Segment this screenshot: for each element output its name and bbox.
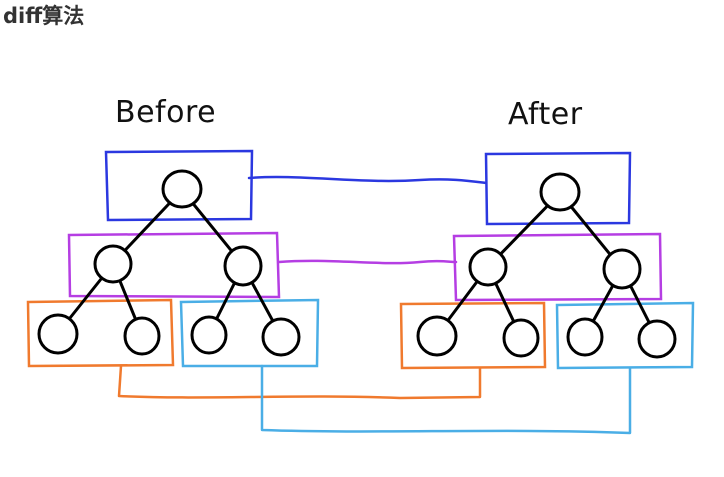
after-level2-box bbox=[452, 232, 663, 302]
level1-connector bbox=[247, 175, 488, 185]
before-label: Before bbox=[115, 95, 216, 130]
before-node bbox=[223, 245, 263, 287]
after-level3-right-box bbox=[555, 301, 695, 370]
after-level1-box bbox=[484, 151, 632, 226]
before-node bbox=[93, 244, 133, 284]
before-leaf-node bbox=[190, 315, 228, 355]
after-leaf-node bbox=[502, 318, 540, 358]
after-label: After bbox=[508, 97, 583, 132]
before-leaf-node bbox=[37, 313, 79, 355]
page-heading: diff算法 bbox=[3, 4, 85, 28]
level2-connector bbox=[277, 259, 458, 265]
after-leaf-node bbox=[566, 317, 604, 357]
after-root-node bbox=[539, 172, 581, 212]
after-leaf-node bbox=[637, 319, 677, 359]
after-node bbox=[602, 248, 642, 290]
after-node bbox=[468, 247, 508, 287]
before-level3-left-box bbox=[26, 298, 175, 368]
before-leaf-node bbox=[123, 316, 161, 356]
before-root-node bbox=[161, 169, 203, 209]
before-level1-box bbox=[104, 149, 254, 222]
before-leaf-node bbox=[261, 317, 301, 357]
level3-left-connector bbox=[117, 364, 482, 400]
before-level2-box bbox=[67, 231, 281, 299]
after-level3-left-box bbox=[399, 301, 547, 370]
after-leaf-node bbox=[416, 315, 458, 357]
before-level3-right-box bbox=[179, 298, 320, 368]
level3-right-connector bbox=[260, 364, 632, 435]
